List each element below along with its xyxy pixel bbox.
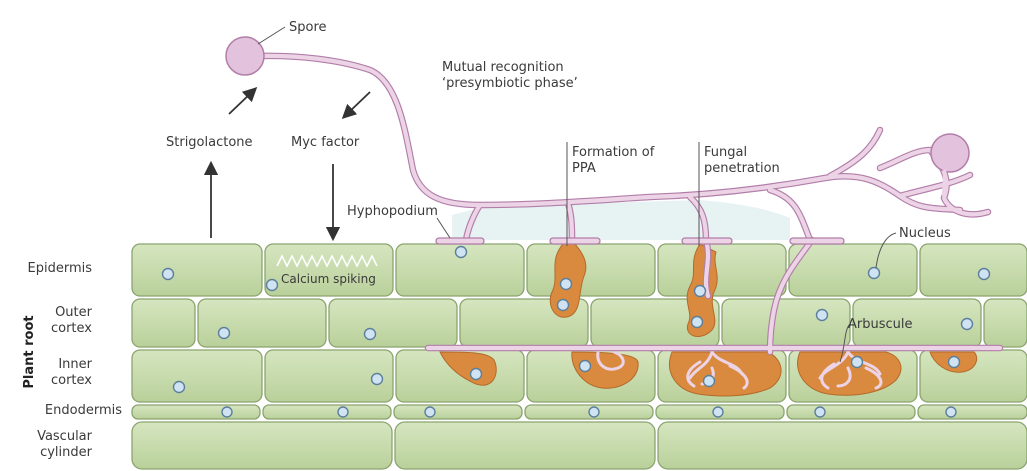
epidermis-cell [265, 244, 393, 296]
layer-label-endodermis: Endodermis [45, 403, 122, 418]
arbuscule-label: Arbuscule [848, 317, 913, 332]
fungal-label: Fungal [704, 145, 747, 160]
myc-factor-label: Myc factor [291, 135, 360, 150]
hypha-main-fill [258, 56, 970, 205]
epidermis-cell [132, 244, 262, 296]
spore-icon [931, 134, 969, 172]
vascular-cell [132, 422, 392, 469]
formation-of-ppa-label: Formation of [572, 145, 655, 160]
layer-label-inner-cortex-2: cortex [51, 373, 92, 388]
nucleus-icon [589, 407, 599, 417]
nucleus-icon [713, 407, 723, 417]
epidermis-cell [789, 244, 917, 296]
layer-label-outer-cortex: Outer [55, 305, 93, 320]
nucleus-icon [979, 269, 990, 280]
layer-label-epidermis: Epidermis [28, 261, 93, 276]
outer-cortex-cell [984, 299, 1027, 347]
nucleus-icon [471, 369, 482, 380]
hypha-into-root-fill [706, 240, 708, 296]
penetration-label: penetration [704, 161, 780, 176]
endodermis-cell [132, 405, 260, 419]
epidermis-cell [658, 244, 786, 296]
arbuscule-structure [670, 352, 782, 396]
epidermis-cell [920, 244, 1027, 296]
spore-label: Spore [289, 20, 327, 35]
hyphopodium-pad [790, 238, 844, 244]
nucleus-icon [852, 357, 863, 368]
endodermis-cell [263, 405, 391, 419]
nucleus-label: Nucleus [899, 226, 951, 241]
nucleus-icon [580, 361, 591, 372]
endodermis-cell [394, 405, 522, 419]
arrow-strigolactone-up-icon [229, 92, 252, 114]
nucleus-icon [704, 376, 715, 387]
vascular-cell [395, 422, 655, 469]
hyphopodium-pad [436, 238, 484, 244]
nucleus-icon [817, 310, 828, 321]
hypha-main [258, 56, 970, 205]
nucleus-icon [425, 407, 435, 417]
nucleus-icon [561, 279, 572, 290]
hyphopodium-pad [550, 238, 600, 244]
layer-label-inner-cortex: Inner [58, 357, 92, 372]
spore-icon [226, 37, 264, 75]
arrow-myc-down-icon [347, 92, 370, 114]
nucleus-icon [267, 280, 278, 291]
nucleus-icon [815, 407, 825, 417]
nucleus-icon [949, 357, 960, 368]
strigolactone-label: Strigolactone [166, 135, 253, 150]
nucleus-icon [692, 317, 703, 328]
layer-label-vascular-2: cylinder [40, 445, 93, 460]
endodermis-cell [787, 405, 915, 419]
hyphopodium-pad [682, 238, 732, 244]
spore-neck [944, 170, 945, 196]
presymbiotic-phase-label: ‘presymbiotic phase’ [442, 76, 578, 91]
epidermis-cell [527, 244, 655, 296]
nucleus-icon [946, 407, 956, 417]
hyphopodium-label: Hyphopodium [347, 204, 438, 219]
nucleus-icon [695, 286, 706, 297]
calcium-spiking-label: Calcium spiking [281, 272, 376, 286]
nucleus-icon [869, 268, 880, 279]
plant-root-label: Plant root [22, 315, 37, 388]
nucleus-icon [558, 300, 569, 311]
inner-cortex-cell [132, 350, 262, 402]
nucleus-icon [219, 328, 230, 339]
nucleus-icon [365, 329, 376, 340]
layer-labels: Epidermis Outer cortex Inner cortex Endo… [28, 261, 123, 460]
outer-cortex-cell [329, 299, 457, 347]
nucleus-icon [174, 382, 185, 393]
nucleus-icon [163, 269, 174, 280]
ppa-label: PPA [572, 161, 596, 176]
endodermis-cell [918, 405, 1027, 419]
outer-cortex-cell [722, 299, 850, 347]
nucleus-icon [222, 407, 232, 417]
outer-cortex-cell [132, 299, 195, 347]
layer-label-vascular: Vascular [37, 429, 93, 444]
mutual-recognition-label: Mutual recognition [442, 60, 564, 75]
nucleus-icon [962, 319, 973, 330]
nucleus-icon [338, 407, 348, 417]
hyphopodium-leader [437, 218, 450, 238]
outer-cortex-cell [198, 299, 326, 347]
spore-leader [258, 27, 285, 44]
vascular-cell [658, 422, 1027, 469]
layer-label-outer-cortex-2: cortex [51, 321, 92, 336]
nucleus-icon [372, 374, 383, 385]
nucleus-icon [456, 247, 467, 258]
